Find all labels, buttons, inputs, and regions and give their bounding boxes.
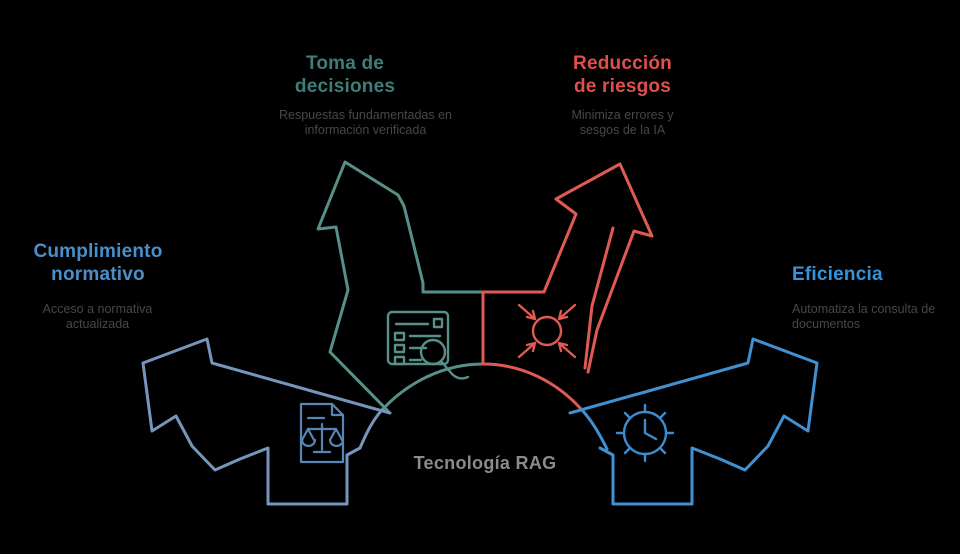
cumplimiento-description: Acceso a normativa actualizada	[42, 302, 153, 331]
node-eficiencia: Eficiencia	[792, 263, 952, 286]
diagram-title: Tecnología RAG	[413, 453, 557, 473]
dome-arc-red-segment	[481, 362, 584, 412]
arrow-cumplimiento-normativo	[141, 337, 392, 506]
reduccion-description: Minimiza errores y sesgos de la IA	[571, 108, 674, 137]
node-reduccion-de-riesgos: Reducción de riesgos	[560, 52, 685, 98]
eficiencia-description: Automatiza la consulta de documentos	[792, 302, 936, 331]
arrow-eficiencia	[568, 337, 819, 506]
arrow-toma-outline	[316, 160, 485, 413]
document-search-icon	[386, 310, 470, 380]
reduccion-heading: Reducción de riesgos	[573, 53, 672, 98]
node-cumplimiento-normativo: Cumplimiento normativo	[8, 240, 188, 286]
gear-clock-icon	[615, 403, 675, 463]
dome-arc-blue-right-segment	[580, 408, 609, 451]
dome-arc-blue-left-segment	[358, 408, 384, 450]
arrow-reduccion-outline	[481, 162, 654, 374]
arrow-cumplimiento-outline	[141, 337, 392, 506]
eficiencia-description-block: Automatiza la consulta de documentos	[792, 293, 942, 332]
converge-arrows-icon	[517, 303, 577, 359]
reduccion-description-block: Minimiza errores y sesgos de la IA	[555, 99, 690, 138]
arrow-reduccion-de-riesgos	[481, 162, 654, 374]
arrow-toma-de-decisiones	[316, 160, 485, 413]
node-toma-de-decisiones: Toma de decisiones	[280, 52, 410, 98]
cumplimiento-heading: Cumplimiento normativo	[33, 241, 163, 286]
dome-arc-teal-segment	[380, 362, 485, 412]
toma-description: Respuestas fundamentadas en información …	[278, 108, 453, 137]
central-title-block: Tecnología RAG	[385, 453, 585, 474]
cumplimiento-description-block: Acceso a normativa actualizada	[20, 293, 175, 332]
arrow-eficiencia-outline	[568, 337, 819, 506]
toma-heading: Toma de decisiones	[294, 53, 396, 98]
central-dome-arc	[358, 362, 609, 451]
arrow-reduccion-inner-edge	[583, 226, 615, 370]
toma-description-block: Respuestas fundamentadas en información …	[258, 99, 473, 138]
eficiencia-heading: Eficiencia	[792, 264, 883, 285]
document-scales-icon	[299, 402, 345, 464]
